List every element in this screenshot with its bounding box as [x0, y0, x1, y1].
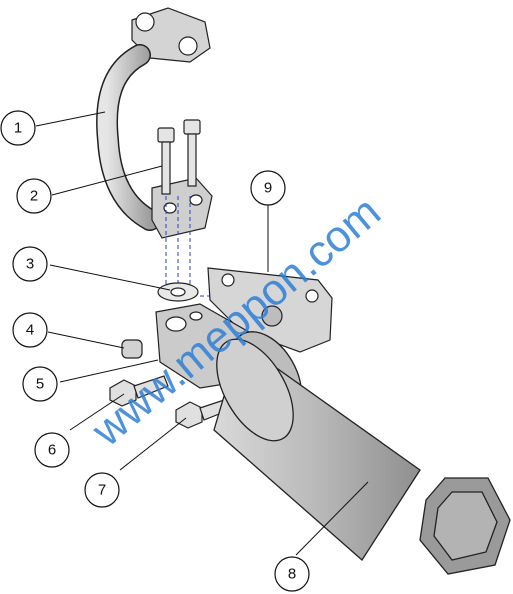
- callout-4-circle: [12, 312, 48, 348]
- callout-1-label: 1: [14, 120, 22, 137]
- callout-8-label: 8: [288, 566, 296, 583]
- callout-5-circle: [22, 366, 58, 402]
- callouts: [0, 110, 310, 592]
- bracket-part: [207, 267, 333, 353]
- callout-3-label: 3: [26, 256, 34, 273]
- bolts-part: [157, 119, 201, 195]
- callout-labels: 1 2 3 4 5 6 7 8 9: [14, 120, 296, 583]
- callout-9-label: 9: [264, 180, 272, 197]
- callout-2-circle: [16, 178, 52, 214]
- callout-9-circle: [250, 170, 286, 206]
- callout-2-label: 2: [30, 188, 38, 205]
- callout-7-circle: [84, 472, 120, 508]
- callout-6-label: 6: [48, 442, 56, 459]
- filter-canister-part: [213, 331, 511, 575]
- plug-part: [121, 339, 143, 359]
- callout-5-label: 5: [36, 376, 44, 393]
- callout-3-circle: [12, 246, 48, 282]
- callout-6-circle: [34, 432, 70, 468]
- callout-7-label: 7: [98, 482, 106, 499]
- gasket-part: [157, 282, 199, 302]
- leader-lines: [35, 111, 369, 556]
- callout-1-circle: [0, 110, 36, 146]
- callout-8-circle: [274, 556, 310, 592]
- callout-4-label: 4: [26, 322, 34, 339]
